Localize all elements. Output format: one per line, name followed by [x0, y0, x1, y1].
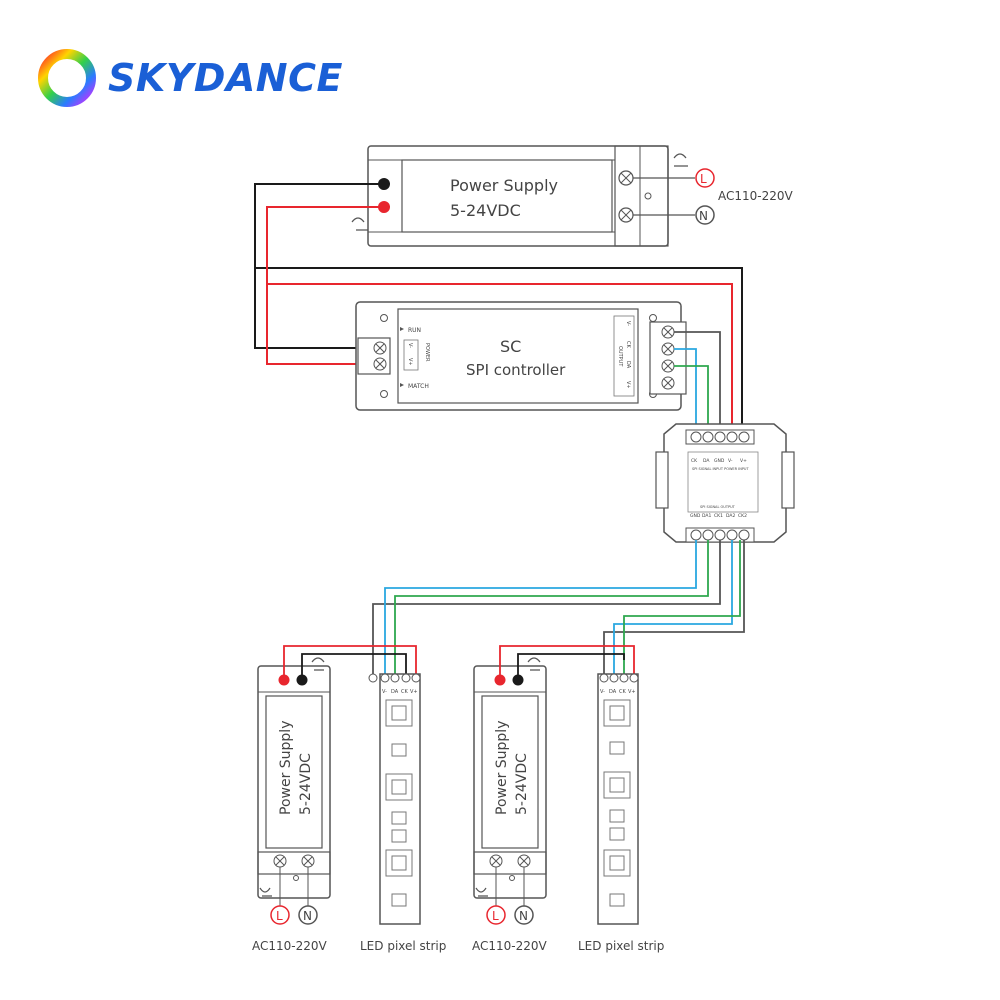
branch-1-psu-positive-dot [278, 674, 290, 686]
branch-2-power-supply: Power Supply 5-24VDC L N AC110-220V [472, 657, 548, 953]
branch-1-neutral-badge [298, 905, 318, 925]
controller-input-terminal-1 [373, 341, 387, 355]
amplifier-output-pin-2: DA1 [702, 513, 711, 519]
controller-power-pin-neg: V- [407, 343, 413, 348]
branch-2-strip-label: LED pixel strip [578, 939, 664, 953]
main-neutral-label: N [699, 209, 708, 223]
controller-output-pin-3: DA [625, 361, 631, 369]
controller-output-label: OUTPUT [617, 346, 623, 367]
signal-amplifier: CK DA GND V- V+ SPI SIGNAL INPUT POWER I… [655, 423, 795, 543]
branch-2-terminal-l [489, 854, 503, 868]
amplifier-output-pin-3: CK1 [714, 513, 723, 519]
branch-2-psu-title: Power Supply [494, 721, 510, 816]
branch-1-psu-negative-dot [296, 674, 308, 686]
amplifier-input-pin-3: GND [714, 458, 725, 464]
controller-input-terminal-2 [373, 357, 387, 371]
branch-2-strip-pin-1: V- [600, 689, 605, 695]
branch-2-live-label: L [492, 909, 499, 923]
branch-1-pixel-2 [385, 773, 413, 801]
amplifier-input-terminals [685, 429, 755, 445]
branch-1-pixel-1 [385, 699, 413, 727]
branch-1-psu-title: Power Supply [278, 721, 294, 816]
branch-2-led-strip: V- DA CK V+ LED pixel strip [578, 673, 664, 953]
branch-1-strip-pin-4: V+ [410, 689, 418, 695]
branch-1-power-wires [283, 645, 417, 676]
amplifier-to-strip-wires [372, 540, 745, 676]
controller-output-terminal-4 [661, 376, 675, 390]
branch-1-psu-rating: 5-24VDC [298, 753, 314, 815]
branch-2-neutral-badge [514, 905, 534, 925]
branch-1-strip-pin-3: CK [401, 689, 408, 695]
amplifier-input-caption: SPI SIGNAL INPUT POWER INPUT [692, 467, 749, 471]
amplifier-input-pin-4: V- [728, 458, 733, 464]
controller-output-pin-2: CK [625, 341, 631, 348]
branch-2-psu-rating: 5-24VDC [514, 753, 530, 815]
brand-ring-logo [38, 49, 96, 107]
brand-name: SKYDANCE [108, 56, 343, 100]
amplifier-output-caption: SPI SIGNAL OUTPUT [700, 505, 736, 509]
branch-2-strip-pins [599, 673, 639, 683]
branch-2-psu-negative-dot [512, 674, 524, 686]
controller-match-label: MATCH [408, 383, 429, 390]
amplifier-input-pin-5: V+ [740, 458, 747, 464]
branch-1-strip-pin-1: V- [382, 689, 387, 695]
branch-1-strip-label: LED pixel strip [360, 939, 446, 953]
branch-2-pixel-2 [603, 771, 631, 799]
controller-title: SC [500, 337, 521, 356]
branch-1-pixel-3 [385, 849, 413, 877]
branch-2-strip-pin-3: CK [619, 689, 626, 695]
controller-output-terminal-1 [661, 325, 675, 339]
amplifier-output-pin-4: DA2 [726, 513, 735, 519]
branch-1-live-label: L [276, 909, 283, 923]
branch-2-power-wires [499, 645, 635, 676]
controller-power-pin-pos: V+ [407, 358, 413, 366]
controller-output-pin-1: V- [625, 321, 631, 326]
controller-output-terminal-3 [661, 359, 675, 373]
controller-run-label: RUN [408, 327, 421, 334]
branch-1-neutral-label: N [303, 909, 312, 923]
sc-controller: RUN MATCH POWER V- V+ SC SPI controller … [355, 301, 687, 411]
controller-output-pin-4: V+ [625, 381, 631, 389]
branch-2-ac-label: AC110-220V [472, 939, 548, 953]
branch-1-terminal-n [301, 854, 315, 868]
main-neutral-badge [695, 205, 715, 225]
branch-2-terminal-n [517, 854, 531, 868]
main-live-label: L [700, 172, 707, 186]
main-ac-label: AC110-220V [718, 189, 794, 203]
main-psu-terminal-n [618, 207, 634, 223]
branch-1-strip-pin-2: DA [391, 689, 399, 695]
branch-2-pixel-3 [603, 849, 631, 877]
branch-2-strip-pin-4: V+ [628, 689, 636, 695]
branch-1-ac-label: AC110-220V [252, 939, 328, 953]
amplifier-input-pin-1: CK [691, 458, 698, 464]
brand: SKYDANCE [36, 48, 343, 108]
controller-subtitle: SPI controller [466, 361, 566, 379]
main-psu-rating: 5-24VDC [450, 201, 521, 220]
main-ac-input: L N AC110-220V [633, 168, 794, 225]
controller-power-label: POWER [424, 343, 430, 362]
branch-2-psu-positive-dot [494, 674, 506, 686]
branch-1-live-badge [270, 905, 290, 925]
controller-output-terminal-2 [661, 342, 675, 356]
branch-1-strip-pins [368, 673, 421, 683]
main-psu-terminal-l [618, 170, 634, 186]
amplifier-output-pin-1: GND [690, 513, 701, 519]
branch-2-neutral-label: N [519, 909, 528, 923]
main-psu-title: Power Supply [450, 176, 558, 195]
amplifier-output-pin-5: CK2 [738, 513, 747, 519]
main-live-badge [695, 168, 715, 188]
main-power-wires [254, 183, 743, 432]
branch-1-terminal-l [273, 854, 287, 868]
amplifier-input-pin-2: DA [703, 458, 710, 464]
branch-1-led-strip: V- DA CK V+ LED pixel strip [360, 673, 446, 953]
main-power-supply: Power Supply 5-24VDC [351, 145, 688, 247]
amplifier-output-terminals [685, 527, 755, 543]
controller-to-amplifier-wires [674, 331, 721, 432]
branch-2-strip-pin-2: DA [609, 689, 617, 695]
branch-1-power-supply: Power Supply 5-24VDC L N AC110-220V [252, 657, 331, 953]
branch-2-live-badge [486, 905, 506, 925]
branch-2-pixel-1 [603, 699, 631, 727]
